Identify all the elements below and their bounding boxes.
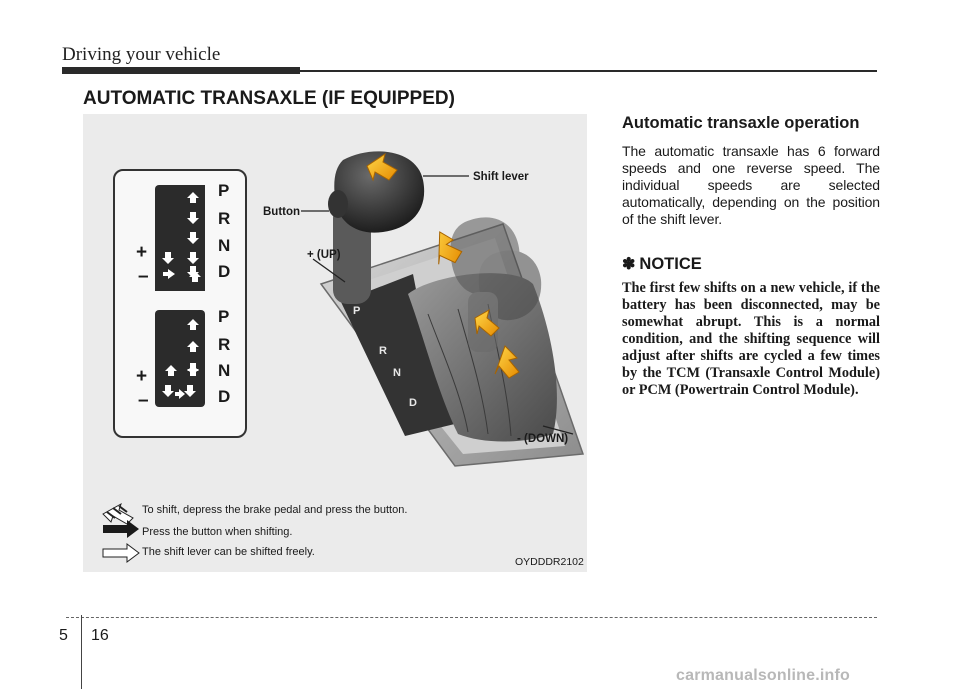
notice-title: NOTICE	[639, 254, 702, 273]
header-bar	[62, 67, 300, 74]
page-number: 16	[91, 627, 109, 644]
arrow-up-icon	[474, 308, 500, 337]
notice-asterisk-icon: ✽	[622, 256, 636, 273]
notice-text: The first few shifts on a new vehicle, i…	[622, 280, 880, 398]
gate-letter-r-top: R	[218, 209, 230, 228]
arrow-knob-icon	[366, 152, 398, 182]
arrow-down-top-icon	[438, 231, 463, 265]
gate-top	[155, 185, 205, 291]
legend-text-1: To shift, depress the brake pedal and pr…	[142, 504, 407, 516]
svg-text:P: P	[353, 305, 360, 317]
footer-divider	[81, 615, 82, 689]
gate-letter-d-bottom: D	[218, 387, 230, 406]
gate-minus-bottom: –	[138, 390, 149, 411]
gate-letter-d-top: D	[218, 262, 230, 281]
svg-text:R: R	[379, 345, 387, 357]
gate-diagram-box	[113, 169, 247, 438]
callout-down: - (DOWN)	[517, 433, 568, 445]
gate-plus-bottom: +	[136, 366, 147, 387]
legend-text-2: Press the button when shifting.	[142, 526, 292, 538]
header-rule	[300, 70, 877, 72]
gate-letter-n-top: N	[218, 236, 230, 255]
shift-lever-ghosts	[450, 217, 542, 352]
footer-rule	[66, 617, 877, 619]
shift-lever-figure: P R N D P R N D + – + – P R N D	[83, 114, 587, 572]
running-header: Driving your vehicle	[62, 44, 221, 65]
watermark: carmanualsonline.info	[676, 667, 851, 684]
gate-plus-top: +	[136, 242, 147, 263]
gate-minus-top: –	[138, 266, 149, 287]
legend-icon-outline	[102, 543, 140, 563]
legend-icon-hatched	[102, 502, 134, 525]
legend-icon-solid	[103, 520, 139, 538]
operation-paragraph: The automatic transaxle has 6 forward sp…	[622, 143, 880, 227]
figure-code: OYDDDR2102	[515, 556, 584, 568]
gate-bottom	[155, 310, 205, 407]
text-column: Automatic transaxle operation The automa…	[622, 114, 880, 399]
arrow-down-icon	[494, 345, 520, 379]
gate-letter-p-bottom: P	[218, 307, 229, 326]
svg-text:D: D	[409, 397, 417, 409]
gate-letter-r-bottom: R	[218, 335, 230, 354]
figure-drawing: P R N D P R N D + – + – P R N D	[102, 151, 585, 568]
svg-text:N: N	[393, 367, 401, 379]
gate-letter-p-top: P	[218, 181, 229, 200]
section-title: AUTOMATIC TRANSAXLE (IF EQUIPPED)	[83, 88, 455, 109]
callout-up: + (UP)	[307, 249, 341, 261]
chapter-number: 5	[59, 627, 68, 644]
legend-text-3: The shift lever can be shifted freely.	[142, 546, 315, 558]
gate-letter-n-bottom: N	[218, 361, 230, 380]
callout-shift-lever: Shift lever	[473, 171, 529, 183]
shift-lever	[328, 151, 425, 304]
subheading: Automatic transaxle operation	[622, 114, 860, 132]
notice-heading: ✽ NOTICE	[622, 254, 880, 274]
callout-button: Button	[263, 206, 300, 218]
